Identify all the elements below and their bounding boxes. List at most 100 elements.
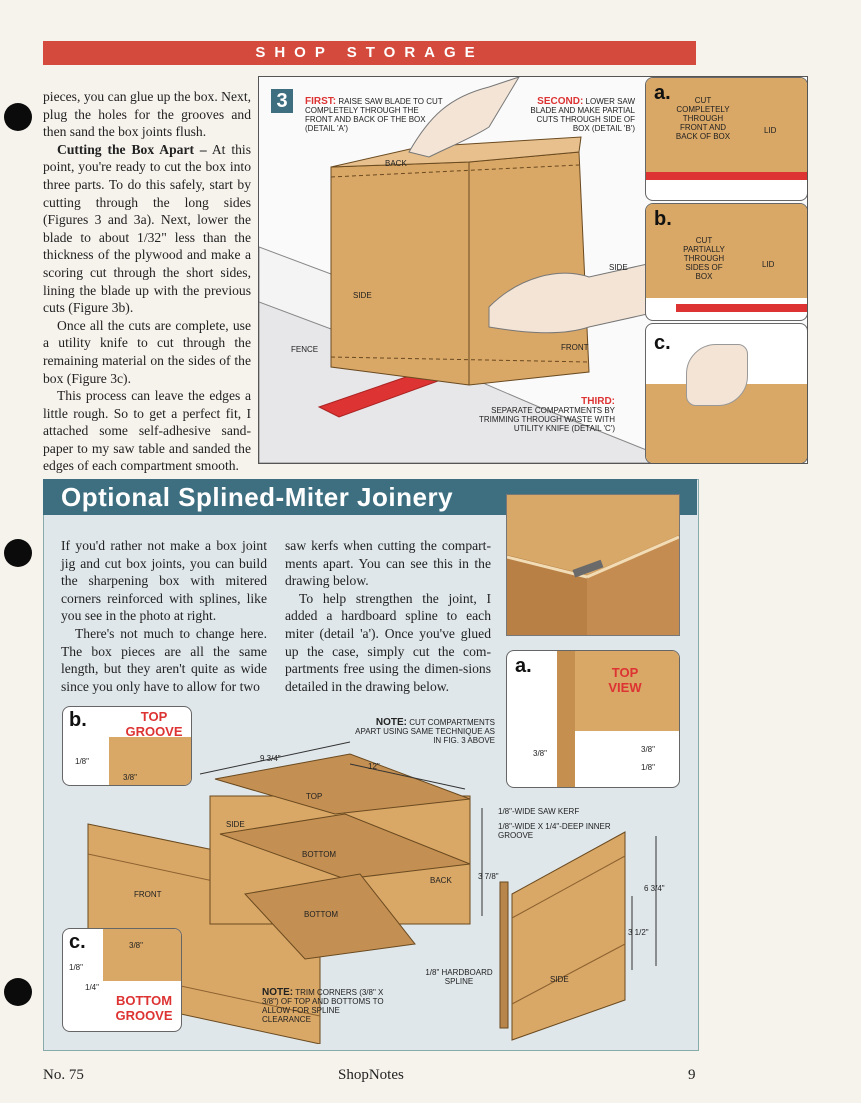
dimension: 3 1/2": [628, 928, 649, 937]
dimension: 1/4": [85, 983, 99, 992]
sidebar-detail-a: a. TOP VIEW 3/8" 3/8" 1/8": [506, 650, 680, 788]
label-back: BACK: [385, 159, 407, 168]
photo-board-right: [587, 535, 679, 635]
sidebar-text-column-1: If you'd rather not make a box joint jig…: [61, 537, 267, 695]
dimension-line: [199, 741, 351, 775]
label-inner-groove: 1/8"-WIDE x 1/4"-DEEP INNER GROOVE: [498, 822, 611, 840]
box-joints: [330, 356, 590, 363]
note-text: TRIM CORNERS (3/8" x 3/8") OF TOP AND BO…: [262, 988, 384, 1024]
figure-3: 3 FIRST: RAISE SAW BLADE TO CUT COMPLETE…: [258, 76, 808, 464]
right-side-panel: [511, 831, 626, 1041]
step-third: THIRD: SEPARATE COMPARTMENTS BY TRIMMING…: [455, 396, 615, 434]
label-side: SIDE: [609, 263, 628, 272]
figure-number: 3: [276, 90, 288, 112]
detail-letter: b.: [654, 208, 672, 230]
detail-title: TOP GROOVE: [125, 709, 183, 739]
paragraph: To help strengthen the joint, I added a …: [285, 590, 491, 694]
detail-table: [676, 304, 807, 312]
detail-wood: [103, 929, 181, 981]
detail-text: CUT COMPLETELY THROUGH FRONT AND BACK OF…: [675, 96, 731, 141]
photo-illustration: [507, 495, 679, 635]
dimension: 1/8": [75, 757, 89, 766]
dimension: 3/8": [533, 749, 547, 758]
box-front: [330, 151, 590, 386]
sidebar-text-column-2: saw kerfs when cutting the compart-ments…: [285, 537, 491, 695]
figure-3-illustration: [259, 77, 680, 463]
label-front: FRONT: [134, 890, 162, 899]
note-label: NOTE:: [375, 717, 407, 728]
dimension: 3 7/8": [478, 872, 499, 881]
detail-letter: b.: [69, 709, 87, 731]
step-first: FIRST: RAISE SAW BLADE TO CUT COMPLETELY…: [305, 97, 445, 134]
note-label: NOTE:: [262, 987, 294, 998]
bottom-shelf: [219, 813, 471, 880]
top-shelf: [214, 753, 471, 815]
dimension: 3/8": [129, 941, 143, 950]
step-second: SECOND: LOWER SAW BLADE AND MAKE PARTIAL…: [527, 96, 635, 134]
dimension-line: [349, 763, 466, 790]
sidebar-detail-c: c. 3/8" 1/8" 1/4" BOTTOM GROOVE: [62, 928, 182, 1032]
dimension: 9 3/4": [260, 754, 281, 763]
label-spline: 1/8" HARDBOARD SPLINE: [425, 968, 493, 986]
detail-c: c.: [645, 323, 807, 463]
detail-b: b. CUT PARTIALLY THROUGH SIDES OF BOX LI…: [645, 203, 807, 321]
footer-magazine: ShopNotes: [338, 1067, 404, 1083]
hardboard-spline: [499, 881, 509, 1029]
note-top: NOTE: CUT COMPARTMENTS APART USING SAME …: [355, 717, 495, 746]
paragraph: saw kerfs when cutting the compart-ments…: [285, 538, 491, 589]
paragraph: Once all the cuts are complete, use a ut…: [43, 317, 251, 386]
detail-wood: [557, 651, 679, 731]
step-first-text: RAISE SAW BLADE TO CUT COMPLETELY THROUG…: [305, 97, 443, 133]
bottom-shelf: [244, 873, 416, 960]
step-second-text: LOWER SAW BLADE AND MAKE PARTIAL CUTS TH…: [530, 97, 635, 133]
label-front: FRONT: [561, 343, 589, 352]
box-top: [330, 136, 582, 168]
hand-top: [408, 77, 520, 158]
binder-hole: [4, 103, 32, 131]
paragraph-text: At this point, you're ready to cut the b…: [43, 141, 251, 316]
detail-wood: [646, 204, 807, 298]
paragraph: There's not much to change here. The box…: [61, 625, 267, 694]
dimension: 1/8": [69, 963, 83, 972]
dimension: 3/8": [641, 745, 655, 754]
label-saw-kerf: 1/8"-WIDE SAW KERF: [498, 807, 580, 816]
step-third-label: THIRD:: [581, 396, 615, 407]
label-bottom: BOTTOM: [304, 910, 339, 919]
plywood-plies: [586, 535, 679, 579]
photo-board-top: [507, 495, 679, 575]
sidebar-detail-b: b. TOP GROOVE 1/8" 3/8": [62, 706, 192, 786]
detail-letter: c.: [69, 931, 86, 953]
detail-text: CUT PARTIALLY THROUGH SIDES OF BOX: [683, 236, 725, 281]
subhead: Cutting the Box Apart –: [57, 141, 207, 157]
dimension: 6 3/4": [644, 884, 665, 893]
detail-title: BOTTOM GROOVE: [115, 993, 173, 1023]
plywood-plies: [507, 555, 588, 579]
label-fence: FENCE: [291, 345, 319, 354]
spline: [572, 559, 604, 578]
detail-wood: [646, 78, 807, 172]
detail-letter: c.: [654, 332, 671, 354]
footer-page-number: 9: [688, 1067, 696, 1083]
detail-wood: [109, 737, 191, 785]
note-bottom: NOTE: TRIM CORNERS (3/8" x 3/8") OF TOP …: [262, 987, 386, 1025]
detail-table: [646, 172, 807, 180]
groove-line: [511, 943, 626, 1005]
paragraph: If you'd rather not make a box joint jig…: [61, 538, 267, 624]
box-joints: [330, 164, 580, 178]
binder-hole: [4, 539, 32, 567]
label-bottom: BOTTOM: [302, 850, 337, 859]
dimension: 3/8": [123, 773, 137, 782]
label-top: TOP: [306, 792, 323, 801]
paragraph: pieces, you can glue up the box. Next, p…: [43, 89, 251, 140]
photo-board-left: [507, 555, 587, 635]
detail-wood-side: [557, 651, 575, 787]
note-text: CUT COMPARTMENTS APART USING SAME TECHNI…: [355, 718, 495, 745]
detail-view-label: TOP VIEW: [608, 665, 642, 695]
detail-a: a. CUT COMPLETELY THROUGH FRONT AND BACK…: [645, 77, 807, 201]
section-banner: SHOP STORAGE: [43, 41, 696, 65]
step-second-label: SECOND:: [537, 96, 584, 107]
detail-letter: a.: [515, 655, 532, 677]
groove-line: [511, 855, 626, 919]
label-back: BACK: [430, 876, 452, 885]
detail-lid-label: LID: [764, 126, 777, 135]
